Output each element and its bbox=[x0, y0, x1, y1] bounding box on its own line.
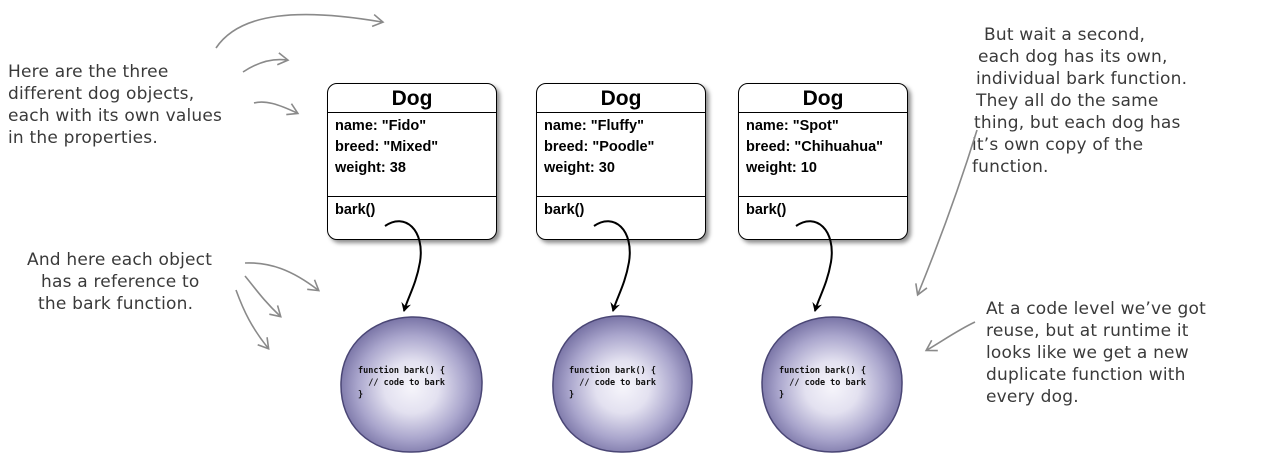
note-line: duplicate function with bbox=[986, 365, 1186, 385]
note-line: And here each object bbox=[27, 250, 213, 270]
note-line: in the properties. bbox=[8, 128, 158, 148]
note-line: But wait a second, bbox=[984, 25, 1146, 45]
dog-object-fido: Dog name: "Fido" breed: "Mixed" weight: … bbox=[327, 83, 497, 240]
methods-section: bark() bbox=[328, 197, 496, 221]
note-line: looks like we get a new bbox=[986, 343, 1189, 363]
property-breed: breed: "Chihuahua" bbox=[746, 139, 884, 155]
note-line: the bark function. bbox=[38, 294, 194, 314]
note-arrow bbox=[235, 289, 270, 350]
methods-section: bark() bbox=[537, 197, 705, 221]
note-line: each dog has its own, bbox=[978, 47, 1168, 67]
methods-section: bark() bbox=[739, 197, 907, 221]
note-line: They all do the same bbox=[976, 91, 1159, 111]
blob-shape bbox=[552, 315, 693, 453]
note-wait-a-second: But wait a second, each dog has its own,… bbox=[972, 24, 1187, 178]
method-bark: bark() bbox=[335, 202, 376, 218]
note-line: thing, but each dog has bbox=[974, 113, 1181, 133]
note-line: different dog objects, bbox=[8, 84, 195, 104]
note-line: At a code level we’ve got bbox=[986, 299, 1206, 319]
property-weight: weight: 30 bbox=[544, 160, 615, 176]
dog-object-fluffy: Dog name: "Fluffy" breed: "Poodle" weigh… bbox=[536, 83, 706, 240]
note-line: reuse, but at runtime it bbox=[986, 321, 1189, 341]
class-name: Dog bbox=[328, 84, 496, 113]
note-arrow bbox=[915, 129, 978, 297]
property-name: name: "Fluffy" bbox=[544, 118, 644, 134]
properties-section: name: "Fluffy" breed: "Poodle" weight: 3… bbox=[537, 113, 705, 197]
dog-object-spot: Dog name: "Spot" breed: "Chihuahua" weig… bbox=[738, 83, 908, 240]
note-line: function. bbox=[972, 157, 1049, 177]
note-line: it’s own copy of the bbox=[972, 135, 1144, 155]
function-code: function bark() { // code to bark } bbox=[569, 366, 656, 400]
blob-shape bbox=[340, 316, 483, 453]
bark-function-3: function bark() { // code to bark } bbox=[757, 313, 907, 455]
note-line: individual bark function. bbox=[976, 69, 1188, 89]
note-arrow bbox=[924, 321, 976, 352]
blob-shape bbox=[761, 316, 903, 453]
property-name: name: "Fido" bbox=[335, 118, 427, 134]
note-code-level: At a code level we’ve got reuse, but at … bbox=[986, 298, 1206, 408]
function-code: function bark() { // code to bark } bbox=[358, 366, 445, 400]
note-arrow bbox=[242, 52, 290, 73]
function-code: function bark() { // code to bark } bbox=[779, 366, 866, 400]
note-arrow bbox=[253, 101, 300, 116]
note-line: each with its own values bbox=[8, 106, 223, 126]
note-arrow bbox=[244, 275, 282, 318]
bark-function-1: function bark() { // code to bark } bbox=[336, 313, 486, 455]
note-arrow bbox=[244, 262, 321, 292]
property-breed: breed: "Poodle" bbox=[544, 139, 655, 155]
property-weight: weight: 38 bbox=[335, 160, 406, 176]
properties-section: name: "Fido" breed: "Mixed" weight: 38 bbox=[328, 113, 496, 197]
property-weight: weight: 10 bbox=[746, 160, 817, 176]
bark-function-2: function bark() { // code to bark } bbox=[547, 313, 697, 455]
class-name: Dog bbox=[739, 84, 907, 113]
method-bark: bark() bbox=[544, 202, 585, 218]
note-arrow bbox=[215, 13, 385, 49]
note-reference: And here each object has a reference to … bbox=[27, 249, 212, 315]
note-line: Here are the three bbox=[8, 62, 169, 82]
class-name: Dog bbox=[537, 84, 705, 113]
note-three-objects: Here are the three different dog objects… bbox=[8, 61, 222, 149]
method-bark: bark() bbox=[746, 202, 787, 218]
note-line: has a reference to bbox=[41, 272, 200, 292]
property-name: name: "Spot" bbox=[746, 118, 839, 134]
note-line: every dog. bbox=[986, 387, 1079, 407]
property-breed: breed: "Mixed" bbox=[335, 139, 439, 155]
properties-section: name: "Spot" breed: "Chihuahua" weight: … bbox=[739, 113, 907, 197]
